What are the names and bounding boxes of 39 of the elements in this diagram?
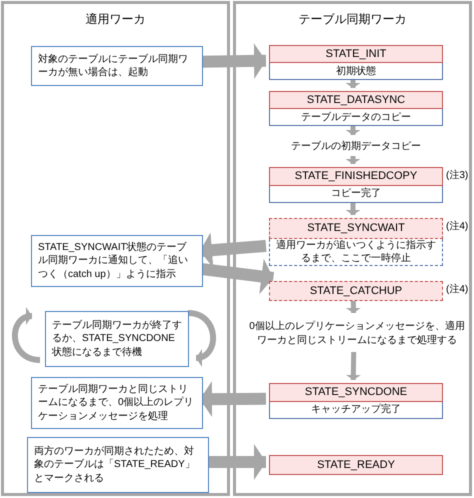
arrow (346, 153, 360, 164)
lane-title: 適用ワーカ (84, 12, 146, 27)
state-name: STATE_SYNCDONE (269, 383, 443, 402)
state-name: STATE_INIT (269, 45, 443, 63)
note-mark: (注4) (446, 285, 468, 295)
state-name: STATE_READY (269, 455, 443, 475)
state-name: STATE_CATCHUP (269, 281, 443, 301)
state-description: 適用ワーカが追いつくように指示するまで、ここで一時停止 (269, 239, 443, 266)
arrow (206, 444, 266, 480)
note-box (31, 377, 203, 429)
state-name: STATE_DATASYNC (269, 91, 443, 109)
note-box (31, 46, 203, 86)
state-description: コピー完了 (269, 186, 443, 203)
state-name: STATE_FINISHEDCOPY (269, 167, 443, 186)
note-text: テーブル同期ワーカが終了するか、STATE_SYNCDONE状態になるまで待機 (52, 318, 182, 360)
note-text: STATE_SYNCWAIT状態のテーブル同期ワーカに通知して、「追いつく（catch up）」ように指示 (38, 240, 189, 282)
swimlane-panel (1, 1, 230, 496)
note-box (31, 235, 203, 287)
note-text: 両方のワーカが同期されたため、対象のテーブルは「STATE_READY」とマークされる (34, 444, 196, 486)
arrow (346, 77, 360, 88)
note-box (45, 311, 189, 367)
note-mark: (注4) (446, 222, 468, 232)
state-box (269, 218, 443, 266)
note-box (27, 437, 209, 493)
note-text: 対象のテーブルにテーブル同期ワーカが無い場合は、起動 (38, 52, 189, 80)
state-box (269, 91, 443, 126)
state-box (269, 45, 443, 80)
swimlane-panel (233, 1, 472, 496)
state-description: テーブルデータのコピー (269, 109, 443, 126)
state-name: STATE_SYNCWAIT (269, 218, 443, 239)
note-mark: (注3) (446, 171, 468, 181)
lane-title: テーブル同期ワーカ (298, 12, 408, 27)
state-box (269, 383, 443, 419)
note-text: テーブル同期ワーカと同じストリームになるまで、0個以上のレプリケーションメッセージを処理 (38, 382, 195, 424)
arrow (346, 123, 360, 135)
state-box (269, 167, 443, 203)
arrow (346, 200, 360, 215)
state-description: 初期状態 (269, 63, 443, 80)
state-description: キャッチアップ完了 (269, 402, 443, 419)
